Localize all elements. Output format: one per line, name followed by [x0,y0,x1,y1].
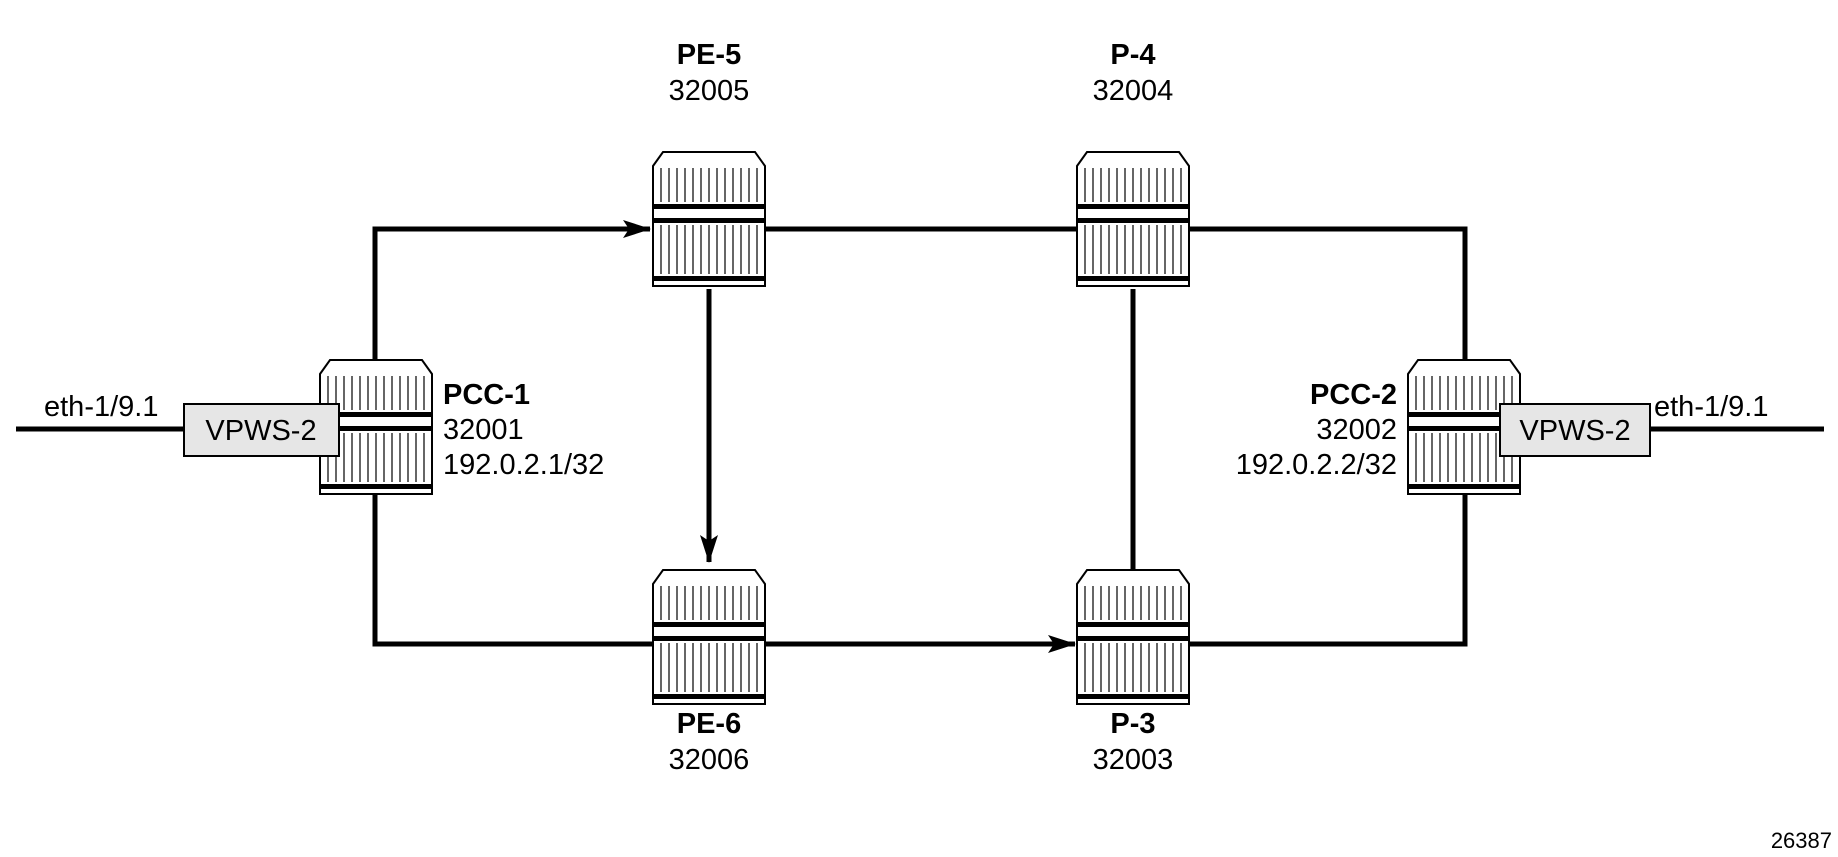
link-pcc1-pe5 [372,220,651,360]
node-sid-pe5: 32005 [669,75,750,107]
router-pe6 [652,569,766,705]
label-pe5: PE-5 32005 [669,39,750,107]
node-sid-p4: 32004 [1093,75,1174,107]
node-name-pe6: PE-6 [677,708,741,740]
node-sid-pe6: 32006 [669,744,750,776]
port-label-right: eth-1/9.1 [1654,391,1768,423]
label-p3: P-3 32003 [1093,708,1174,776]
node-ip-pcc1: 192.0.2.1/32 [443,449,604,481]
router-pcc2 [1407,359,1521,495]
router-pe5 [652,151,766,287]
label-pe6: PE-6 32006 [669,708,750,776]
router-p4 [1076,151,1190,287]
node-ip-pcc2: 192.0.2.2/32 [1236,449,1397,481]
service-vpws-right: VPWS-2 [1499,403,1651,457]
routers [319,151,1521,705]
node-name-pe5: PE-5 [677,39,741,71]
service-label-right: VPWS-2 [1519,415,1630,447]
node-name-pcc1: PCC-1 [443,379,530,411]
label-pcc1: PCC-1 32001 192.0.2.1/32 [443,379,604,481]
router-pcc1 [319,359,433,495]
node-name-p3: P-3 [1110,708,1155,740]
service-label-left: VPWS-2 [205,415,316,447]
label-pcc2: PCC-2 32002 192.0.2.2/32 [1236,379,1397,481]
label-p4: P-4 32004 [1093,39,1174,107]
link-pcc1-pe6 [372,495,655,647]
node-name-pcc2: PCC-2 [1310,379,1397,411]
node-name-p4: P-4 [1110,39,1155,71]
figure-id: 26387 [1771,828,1832,853]
router-p3 [1076,569,1190,705]
link-p4-pcc2 [1190,226,1468,360]
service-vpws-left: VPWS-2 [183,403,340,457]
node-sid-p3: 32003 [1093,744,1174,776]
link-p3-pcc2 [1185,495,1468,647]
node-sid-pcc2: 32002 [1316,414,1397,446]
links [16,220,1824,653]
port-label-left: eth-1/9.1 [44,391,158,423]
node-sid-pcc1: 32001 [443,414,524,446]
